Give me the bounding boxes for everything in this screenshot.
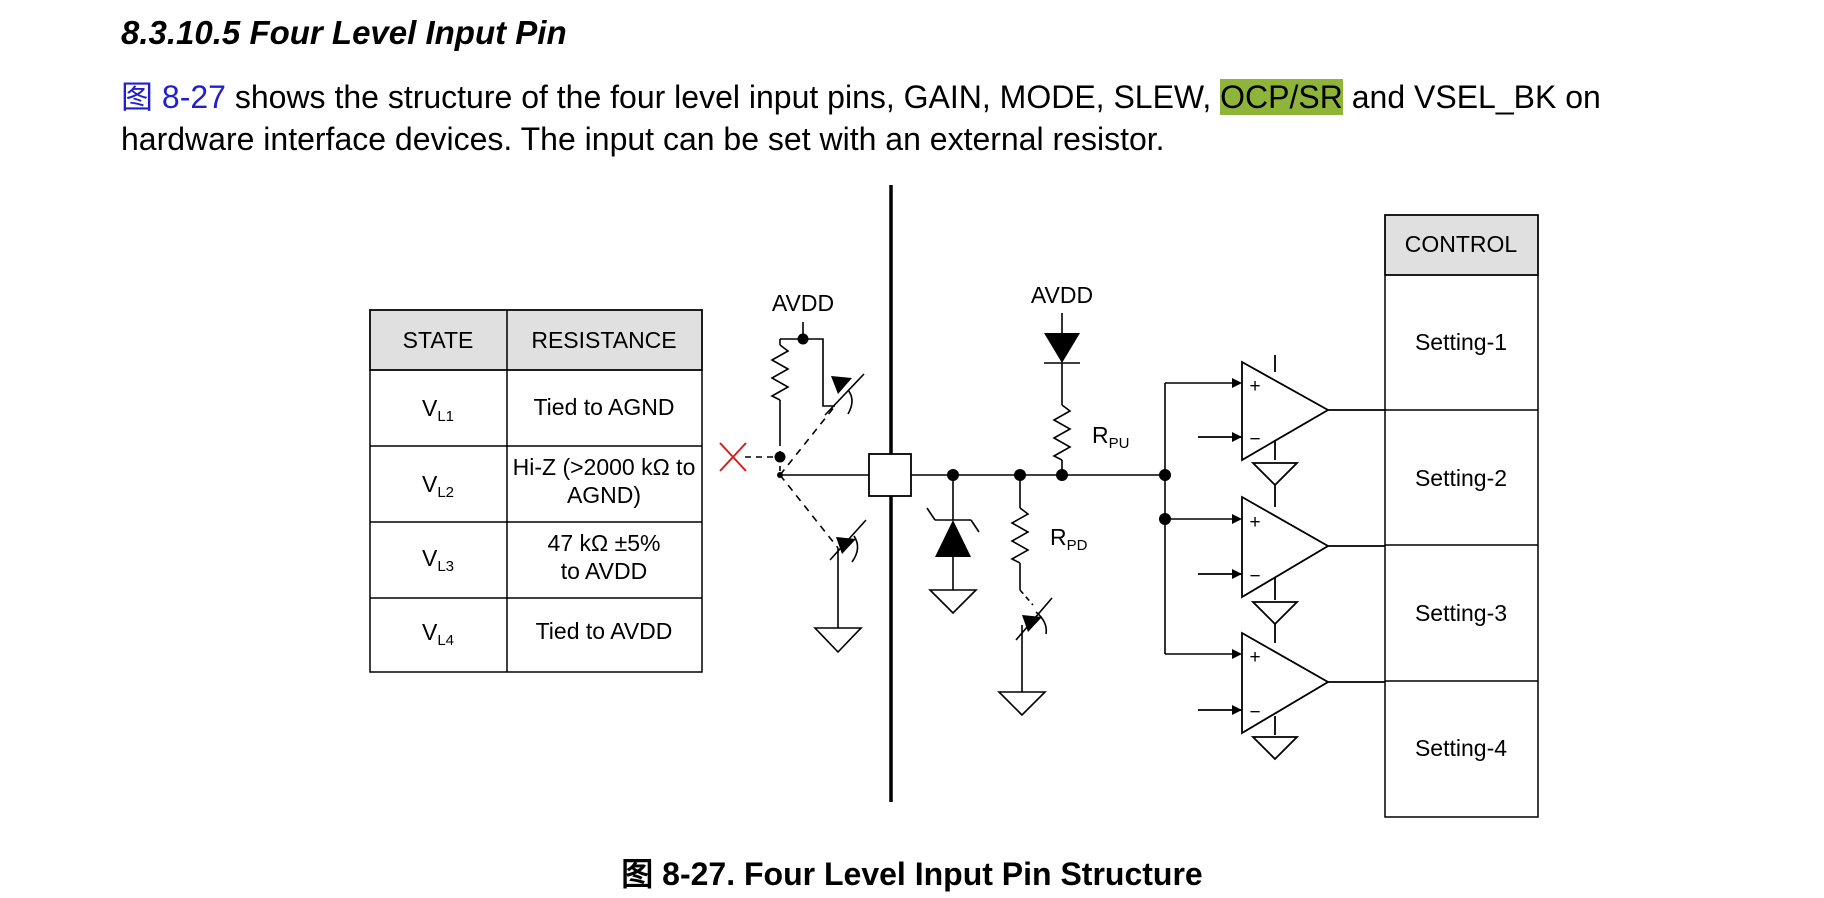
control-setting-3: Setting-3 xyxy=(1415,600,1507,626)
state-cell: VL4 xyxy=(422,619,454,649)
section-heading: 8.3.10.5 Four Level Input Pin xyxy=(121,14,567,51)
figure-reference-link[interactable]: 图 8-27 xyxy=(121,79,226,115)
state-resistance-table xyxy=(369,309,703,673)
resistance-cell: Tied to AGND xyxy=(533,394,674,420)
highlighted-term: OCP/SR xyxy=(1220,79,1343,115)
comparator-plus-label: + xyxy=(1249,376,1260,397)
intro-paragraph: 图 8-27 shows the structure of the four l… xyxy=(121,76,1788,160)
resistance-cell: Hi-Z (>2000 kΩ to xyxy=(513,454,696,480)
state-cell: VL1 xyxy=(422,395,454,425)
external-resistor-network: AVDD xyxy=(745,290,869,654)
variable-arrow-icon xyxy=(824,373,867,561)
comparator-minus-label: − xyxy=(1249,429,1260,450)
x-mark-icon xyxy=(719,442,747,472)
comparator-2 xyxy=(1198,485,1385,626)
paragraph-text-3: hardware interface devices. The input ca… xyxy=(121,121,1165,157)
input-pin-pad xyxy=(868,453,912,497)
control-setting-1: Setting-1 xyxy=(1415,329,1507,355)
rpu-label: RPU xyxy=(1092,422,1129,452)
resistance-cell: 47 kΩ ±5% xyxy=(548,530,661,556)
comparator-minus-label: − xyxy=(1249,566,1260,587)
paragraph-text-2: and VSEL_BK on xyxy=(1342,79,1601,115)
comparator-plus-label: + xyxy=(1249,647,1260,668)
comparator-minus-label: − xyxy=(1249,702,1260,723)
avdd-label-right: AVDD xyxy=(1031,282,1093,308)
control-setting-4: Setting-4 xyxy=(1415,735,1507,761)
resistance-cell: Tied to AVDD xyxy=(536,618,673,644)
comparator-1 xyxy=(1198,355,1385,487)
table-header-resistance: RESISTANCE xyxy=(531,327,676,353)
figure-caption: 图 8-27. Four Level Input Pin Structure xyxy=(621,856,1203,892)
table-header-state: STATE xyxy=(403,327,474,353)
control-setting-2: Setting-2 xyxy=(1415,465,1507,491)
variable-arrow-icon xyxy=(1015,597,1053,641)
control-header: CONTROL xyxy=(1405,231,1518,257)
resistance-cell: to AVDD xyxy=(561,558,648,584)
avdd-label-left: AVDD xyxy=(772,290,834,316)
paragraph-text-1: shows the structure of the four level in… xyxy=(225,79,1221,115)
internal-bias-network: AVDD xyxy=(911,282,1240,717)
comparator-3 xyxy=(1198,624,1385,761)
rpd-label: RPD xyxy=(1050,524,1088,554)
comparator-plus-label: + xyxy=(1249,512,1260,533)
state-cell: VL3 xyxy=(422,545,454,575)
resistance-cell: AGND) xyxy=(567,482,641,508)
variable-arrow-icon xyxy=(847,389,859,563)
control-table xyxy=(1384,214,1539,818)
state-cell: VL2 xyxy=(422,471,454,501)
